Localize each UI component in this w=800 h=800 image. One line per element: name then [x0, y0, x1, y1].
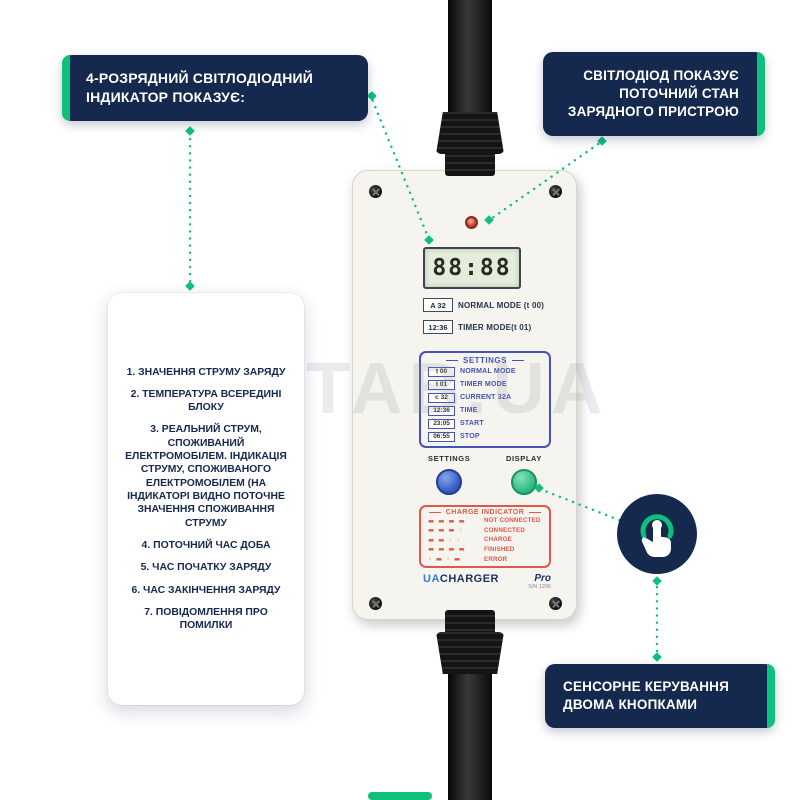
mode-value: 12:36 [423, 320, 453, 334]
brand-charger: CHARGER [439, 573, 500, 585]
display-button-label: DISPLAY [505, 454, 542, 463]
settings-button: SETTINGS [428, 454, 470, 495]
charger-device: 88:88 A 32 NORMAL MODE (t 00) 12:36 TIME… [352, 170, 577, 620]
ripple-arc [640, 514, 674, 539]
setting-label: STOP [460, 433, 480, 440]
indicator-list: 1. ЗНАЧЕННЯ СТРУМУ ЗАРЯДУ 2. ТЕМПЕРАТУРА… [108, 293, 304, 705]
cable-gland-bottom-collar [445, 610, 495, 636]
tap-gesture-icon [617, 494, 697, 574]
settings-row: 12:36 TIME [428, 404, 542, 417]
palm [641, 536, 671, 557]
charge-state-label: CHARGE [484, 536, 513, 544]
brand-right: Pro S/N 1296 [528, 573, 551, 590]
setting-value: 06:55 [428, 431, 455, 442]
setting-value: 12:36 [428, 405, 455, 416]
setting-label: NORMAL MODE [460, 368, 516, 375]
charge-state-label: ERROR [484, 555, 508, 563]
accent-bar [767, 664, 775, 728]
list-item: 3. РЕАЛЬНИЙ СТРУМ, СПОЖИВАНИЙ ЕЛЕКТРОМОБ… [125, 424, 287, 529]
settings-button-cap [436, 469, 463, 495]
callout-led-indicator: 4-РОЗРЯДНИЙ СВІТЛОДІОДНИЙ ІНДИКАТОР ПОКА… [62, 55, 368, 121]
display-button: DISPLAY [506, 454, 542, 495]
brand-prefix: UA [423, 573, 440, 585]
brand-serial: S/N 1296 [528, 584, 551, 590]
setting-value: c 32 [428, 392, 455, 403]
charge-row: ▬ ▬ ◦ ◦ CHARGE [428, 535, 542, 545]
charge-state-label: NOT CONNECTED [484, 517, 541, 525]
device-buttons: SETTINGS DISPLAY [419, 454, 551, 495]
diamond-marker [652, 652, 662, 662]
settings-row: c 32 CURRENT 32A [428, 391, 542, 404]
charge-state-label: CONNECTED [484, 526, 525, 534]
setting-value: t 00 [428, 366, 455, 377]
led-pattern: ▬ ▬ ▬ ◦ [428, 526, 464, 535]
charge-indicator-panel: CHARGE INDICATOR ▬ ▬ ▬ ▬ NOT CONNECTED ▬… [419, 505, 551, 568]
led-display: 88:88 [423, 247, 521, 289]
list-item: 7. ПОВІДОМЛЕННЯ ПРО ПОМИЛКИ [144, 606, 268, 632]
screw-icon [549, 185, 562, 198]
mode-value: A 32 [423, 298, 453, 312]
callout-text: СВІТЛОДІОД ПОКАЗУЄ ПОТОЧНИЙ СТАН ЗАРЯДНО… [567, 67, 739, 120]
settings-row: t 00 NORMAL MODE [428, 365, 542, 378]
mode-label: NORMAL MODE (t 00) [458, 300, 545, 310]
brand-model: Pro [534, 573, 551, 584]
accent-bar [62, 55, 70, 121]
brand-name: UACHARGER [423, 573, 499, 585]
charge-row: ▬ ▬ ▬ ▬ FINISHED [428, 545, 542, 555]
accent-bar [757, 52, 765, 136]
settings-row: t 01 TIMER MODE [428, 378, 542, 391]
list-item: 5. ЧАС ПОЧАТКУ ЗАРЯДУ [140, 562, 272, 574]
setting-value: t 01 [428, 379, 455, 390]
settings-panel-title: SETTINGS [428, 356, 542, 365]
callout-touch-control: СЕНСОРНЕ КЕРУВАННЯ ДВОМА КНОПКАМИ [545, 664, 775, 728]
callout-text: 4-РОЗРЯДНИЙ СВІТЛОДІОДНИЙ ІНДИКАТОР ПОКА… [86, 70, 314, 105]
settings-panel: SETTINGS t 00 NORMAL MODE t 01 TIMER MOD… [419, 351, 551, 448]
led-pattern: ▬ ▬ ◦ ◦ [428, 535, 462, 544]
mode-label: TIMER MODE(t 01) [458, 322, 532, 332]
setting-label: CURRENT 32A [460, 394, 512, 401]
diamond-marker [185, 281, 195, 291]
cable-top [448, 0, 492, 126]
settings-button-label: SETTINGS [428, 454, 471, 463]
charge-row: ◦ ▬ ◦ ▬ ERROR [428, 554, 542, 564]
diamond-marker [367, 91, 377, 101]
list-item: 4. ПОТОЧНИЙ ЧАС ДОБА [141, 539, 271, 551]
cable-bottom [448, 668, 492, 800]
setting-label: TIME [460, 407, 478, 414]
cable-gland-bottom-nut [436, 632, 504, 674]
list-item: 1. ЗНАЧЕННЯ СТРУМУ ЗАРЯДУ [126, 366, 286, 378]
callout-text: СЕНСОРНЕ КЕРУВАННЯ ДВОМА КНОПКАМИ [563, 678, 730, 712]
list-item: 6. ЧАС ЗАКІНЧЕННЯ ЗАРЯДУ [131, 584, 281, 596]
diamond-marker [652, 576, 662, 586]
mode-row: 12:36 TIMER MODE(t 01) [423, 320, 544, 334]
screw-icon [369, 597, 382, 610]
list-item: 2. ТЕМПЕРАТУРА ВСЕРЕДИНІ БЛОКУ [130, 388, 282, 414]
screw-icon [549, 597, 562, 610]
led-pattern: ▬ ▬ ▬ ▬ [428, 545, 466, 554]
callout-led-status: СВІТЛОДІОД ПОКАЗУЄ ПОТОЧНИЙ СТАН ЗАРЯДНО… [543, 52, 765, 136]
mode-row: A 32 NORMAL MODE (t 00) [423, 298, 544, 312]
charge-indicator-title: CHARGE INDICATOR [428, 509, 542, 516]
led-pattern: ▬ ▬ ▬ ▬ [428, 516, 466, 525]
cable-gland-top-collar [445, 150, 495, 176]
status-led-icon [465, 216, 478, 229]
touch-icon [615, 492, 699, 576]
diamond-marker [185, 126, 195, 136]
setting-label: START [460, 420, 484, 427]
setting-value: 23:05 [428, 418, 455, 429]
settings-row: 06:55 STOP [428, 430, 542, 443]
bottom-accent [368, 792, 432, 800]
display-button-cap [510, 469, 537, 495]
charge-row: ▬ ▬ ▬ ◦ CONNECTED [428, 526, 542, 536]
settings-row: 23:05 START [428, 417, 542, 430]
diamond-marker [597, 136, 607, 146]
led-pattern: ◦ ▬ ◦ ▬ [428, 554, 462, 563]
screw-icon [369, 185, 382, 198]
brand: UACHARGER Pro S/N 1296 [423, 573, 551, 590]
charge-state-label: FINISHED [484, 546, 515, 554]
cable-gland-top-nut [436, 112, 504, 154]
setting-label: TIMER MODE [460, 381, 507, 388]
mode-rows: A 32 NORMAL MODE (t 00) 12:36 TIMER MODE… [423, 298, 544, 334]
charge-row: ▬ ▬ ▬ ▬ NOT CONNECTED [428, 516, 542, 526]
